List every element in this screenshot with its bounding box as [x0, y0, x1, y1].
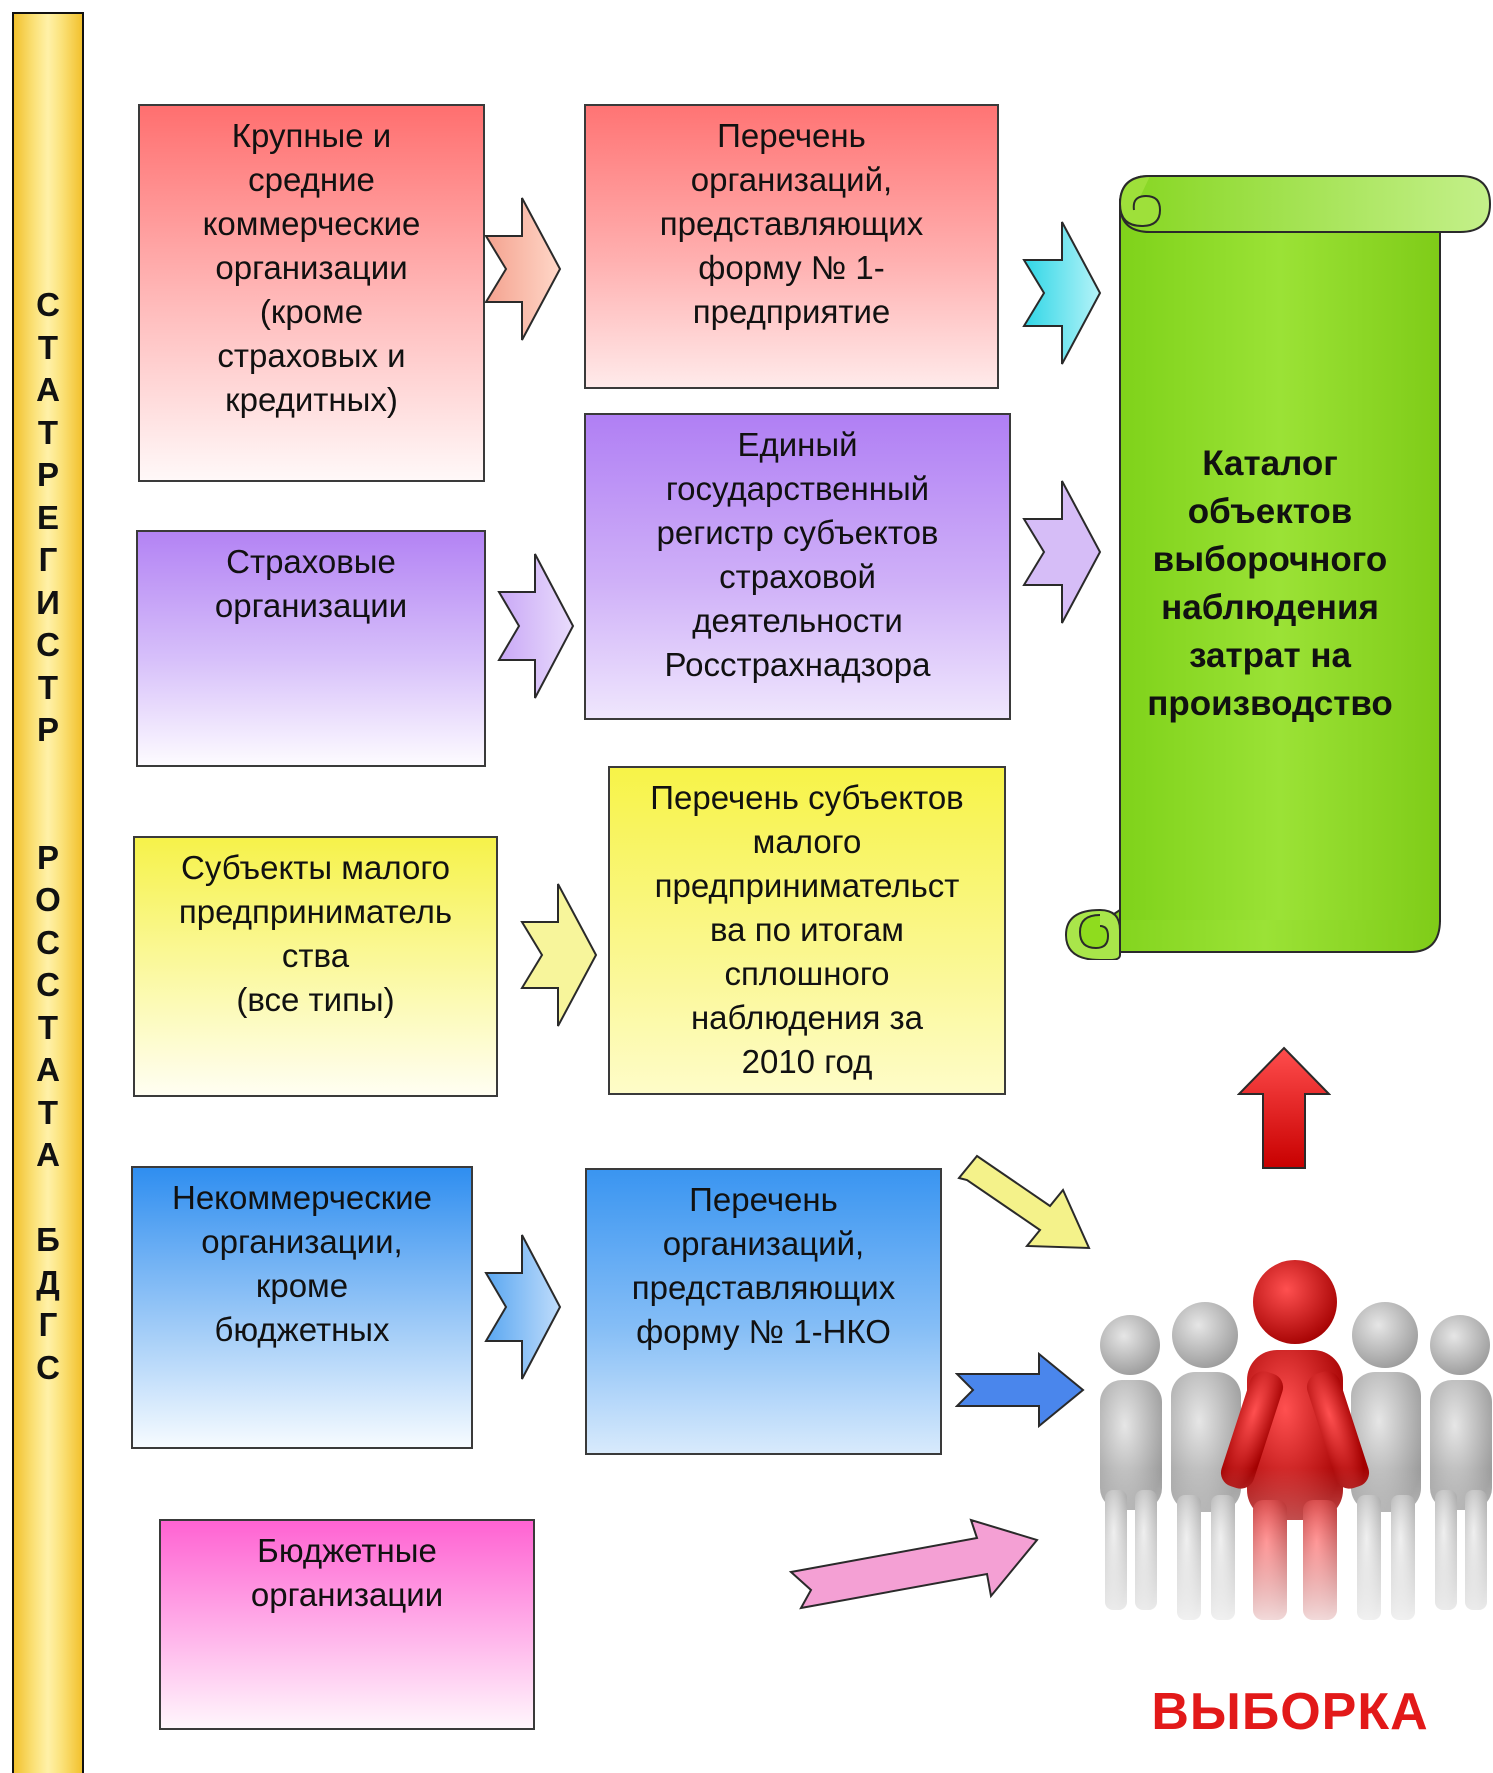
- arrow-right-icon: [1022, 221, 1102, 365]
- vertical-letter: Е: [36, 498, 59, 536]
- register-insurance: Единый государственный регистр субъектов…: [584, 413, 1011, 720]
- vertical-letter: Т: [37, 668, 59, 706]
- vertical-letter: С: [36, 286, 60, 323]
- vertical-letter: [14, 752, 82, 795]
- vertical-letter: Б: [36, 1221, 60, 1258]
- arrow-up-icon: [1237, 1046, 1331, 1169]
- source-budget: Бюджетные организации: [159, 1519, 535, 1730]
- vertical-letter: Т: [37, 1008, 59, 1046]
- arrow-right-icon: [1022, 480, 1102, 624]
- vertical-letter: А: [36, 1136, 60, 1173]
- source-insurance: Страховые организации: [136, 530, 486, 767]
- catalog-scroll: [1064, 175, 1492, 960]
- arrow-diagonal-icon: [957, 1154, 1091, 1250]
- vertical-letter: А: [36, 371, 60, 408]
- sample-label: ВЫБОРКА: [1151, 1683, 1429, 1741]
- vertical-letter: А: [36, 1051, 60, 1088]
- vertical-letter: Г: [38, 1306, 58, 1343]
- vertical-letter: [14, 794, 82, 837]
- register-form1-enterprise: Перечень организаций, представляющих фор…: [584, 104, 999, 389]
- vertical-letter: С: [36, 1348, 60, 1386]
- source-large-commercial: Крупные и средние коммерческие организац…: [138, 104, 485, 482]
- vertical-letter: Г: [38, 541, 58, 578]
- vertical-letter: С: [36, 966, 60, 1003]
- vertical-letter: И: [36, 583, 60, 621]
- vertical-letter: Р: [36, 711, 59, 748]
- vertical-letter: [14, 1177, 82, 1220]
- vertical-letter: Т: [37, 328, 59, 366]
- vertical-letter: Р: [36, 838, 59, 876]
- register-small-business: Перечень субъектов малого предпринимател…: [608, 766, 1006, 1095]
- people-group-image: [1095, 1240, 1493, 1620]
- vertical-letter: С: [36, 626, 60, 663]
- vertical-letter: Д: [36, 1263, 60, 1301]
- arrow-right-icon: [955, 1352, 1085, 1428]
- vertical-letter: С: [36, 923, 60, 961]
- source-small-business: Субъекты малого предприниматель ства (вс…: [133, 836, 498, 1097]
- arrow-right-icon: [520, 883, 598, 1027]
- arrow-right-icon: [497, 553, 575, 699]
- vertical-letter: О: [35, 881, 61, 918]
- arrow-right-icon: [484, 197, 562, 341]
- source-noncommercial: Некоммерческие организации, кроме бюджет…: [131, 1166, 473, 1449]
- catalog-title: Каталог объектов выборочного наблюдения …: [1147, 444, 1393, 723]
- register-form1-nko: Перечень организаций, представляющих фор…: [585, 1168, 942, 1455]
- vertical-letter: Т: [37, 1093, 59, 1131]
- arrow-right-icon: [484, 1234, 562, 1380]
- arrow-diagonal-icon: [788, 1518, 1039, 1610]
- vertical-letter: Р: [36, 456, 59, 493]
- vertical-letter: Т: [37, 413, 59, 451]
